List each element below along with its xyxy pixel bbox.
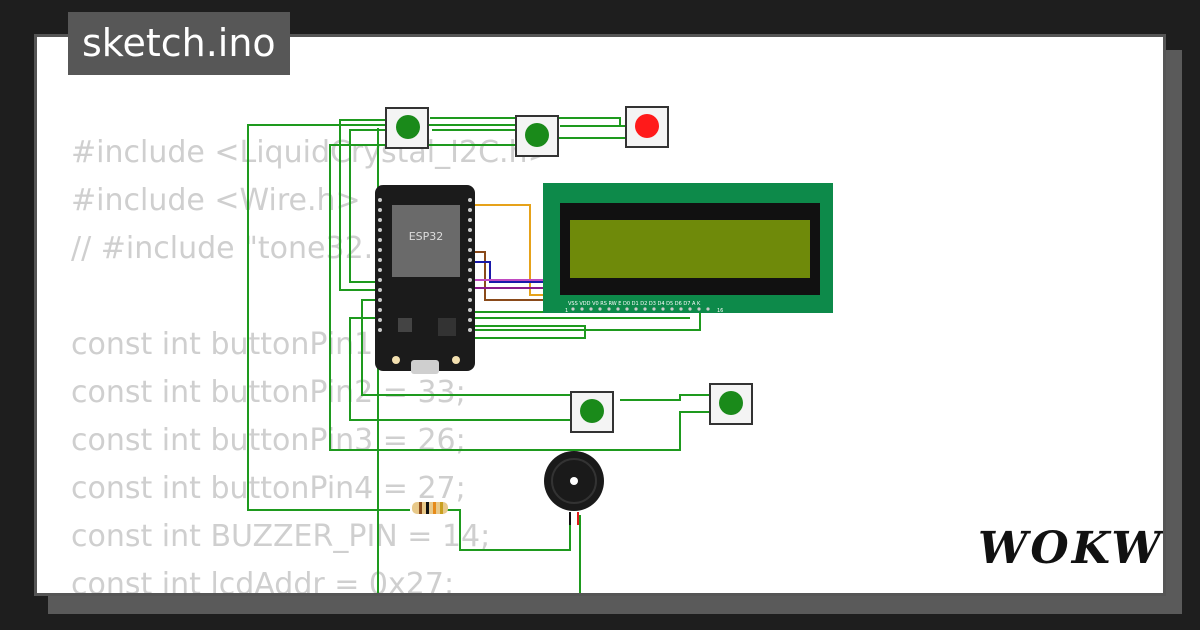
code-line: #include <LiquidCrystal_I2C.h>	[71, 135, 553, 170]
pushbutton-4[interactable]	[709, 383, 753, 425]
lcd-display: VSS VDD V0 RS RW E D0 D1 D2 D3 D4 D5 D6 …	[543, 183, 833, 314]
buzzer	[544, 451, 604, 525]
code-line: const int buttonPin3 = 26;	[71, 423, 466, 458]
pushbutton-red[interactable]	[625, 106, 669, 148]
esp32-board: ESP32	[375, 185, 475, 374]
sketch-filename: sketch.ino	[68, 12, 290, 75]
code-line: const int buttonPin1 = 25;	[71, 327, 466, 362]
lcd-pin-first: 1	[565, 308, 568, 314]
circuit-diagram: ESP32 VSS VDD V0 RS RW E D0 D1 D2 D3	[247, 106, 833, 593]
esp32-label: ESP32	[409, 230, 444, 243]
code-line: const int buttonPin4 = 27;	[71, 471, 466, 506]
pushbutton-3[interactable]	[570, 391, 614, 433]
code-preview: #include <LiquidCrystal_I2C.h> #include …	[71, 129, 1163, 596]
wokwi-logo: WOKWi	[978, 523, 1166, 574]
pushbutton-1[interactable]	[385, 107, 429, 149]
lcd-pin-last: 16	[717, 308, 723, 314]
resistor	[412, 502, 448, 514]
code-line: const int buttonPin2 = 33;	[71, 375, 466, 410]
code-line: const int BUZZER_PIN = 14;	[71, 519, 491, 554]
preview-card: #include <LiquidCrystal_I2C.h> #include …	[34, 34, 1166, 596]
code-line: #include <Wire.h>	[71, 183, 361, 218]
lcd-pin-labels: VSS VDD V0 RS RW E D0 D1 D2 D3 D4 D5 D6 …	[568, 301, 701, 307]
pushbutton-2[interactable]	[515, 115, 559, 157]
code-line: const int lcdAddr = 0x27;	[71, 567, 455, 596]
